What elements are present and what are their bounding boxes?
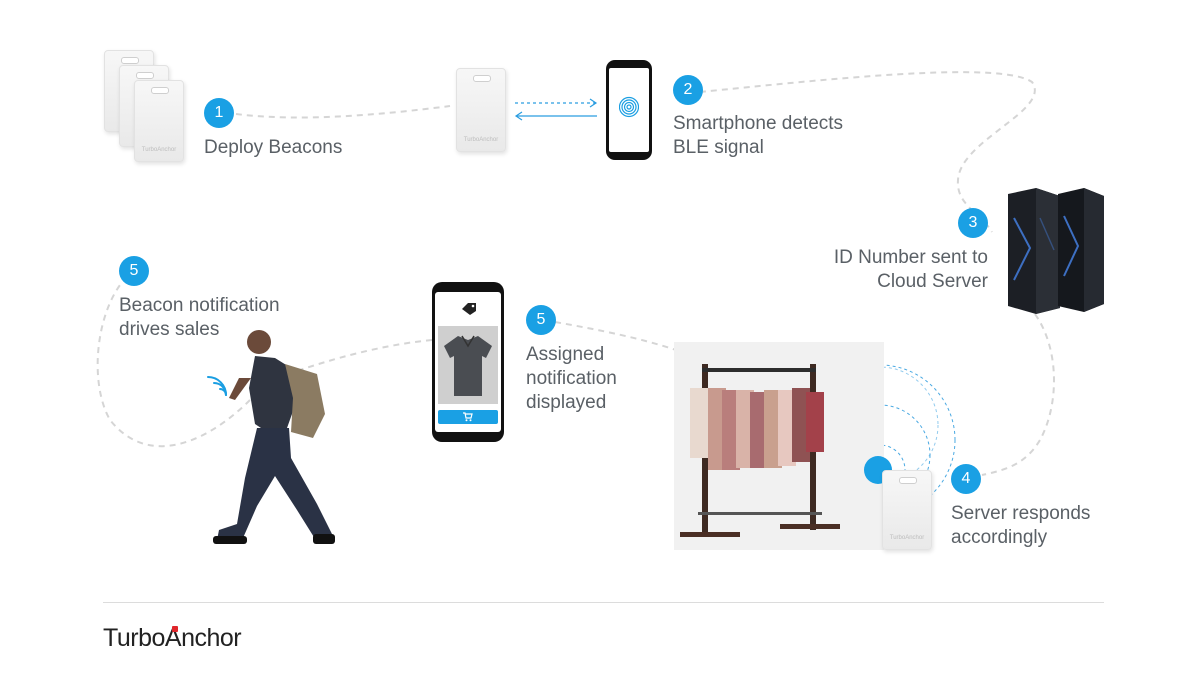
product-image [438, 326, 498, 404]
wifi-signal-icon [207, 376, 227, 396]
smartphone [606, 60, 652, 160]
step-2-badge: 2 [673, 75, 703, 105]
step-3-badge: 3 [958, 208, 988, 238]
beacon-device: TurboAnchor [882, 470, 932, 550]
step-5-badge: 5 [526, 305, 556, 335]
polo-shirt-icon [444, 335, 492, 396]
beacon-brand-label: TurboAnchor [463, 137, 499, 143]
step-5-label: Assigned notification displayed [526, 344, 617, 413]
step-4-label: Server responds accordingly [951, 503, 1091, 548]
step-1-label: Deploy Beacons [204, 137, 343, 158]
fingerprint-signal-icon [619, 96, 639, 118]
step-3-label: ID Number sent to Cloud Server [833, 247, 988, 292]
step-1-badge: 1 [204, 98, 234, 128]
cart-icon [463, 412, 473, 422]
footer-divider [103, 602, 1104, 603]
beacon-brand-label: TurboAnchor [889, 535, 925, 541]
cloud-server-icon [1008, 188, 1104, 314]
clothing-rack [680, 364, 840, 537]
walking-person [213, 330, 335, 544]
step-6-label: Beacon notification drives sales [119, 295, 280, 340]
step-4-badge: 4 [951, 464, 981, 494]
price-tag-icon [462, 303, 476, 315]
beacon-device: TurboAnchor [134, 80, 184, 162]
step-2-label: Smartphone detects BLE signal [673, 113, 844, 158]
logo-accent [172, 626, 178, 632]
add-to-cart-button[interactable] [438, 410, 498, 424]
smartphone-notification [432, 282, 504, 442]
beacon-brand-label: TurboAnchor [141, 147, 177, 153]
beacon-device: TurboAnchor [456, 68, 506, 152]
turboanchor-logo: TurboAnchor [103, 624, 242, 652]
step-6-badge: 5 [119, 256, 149, 286]
